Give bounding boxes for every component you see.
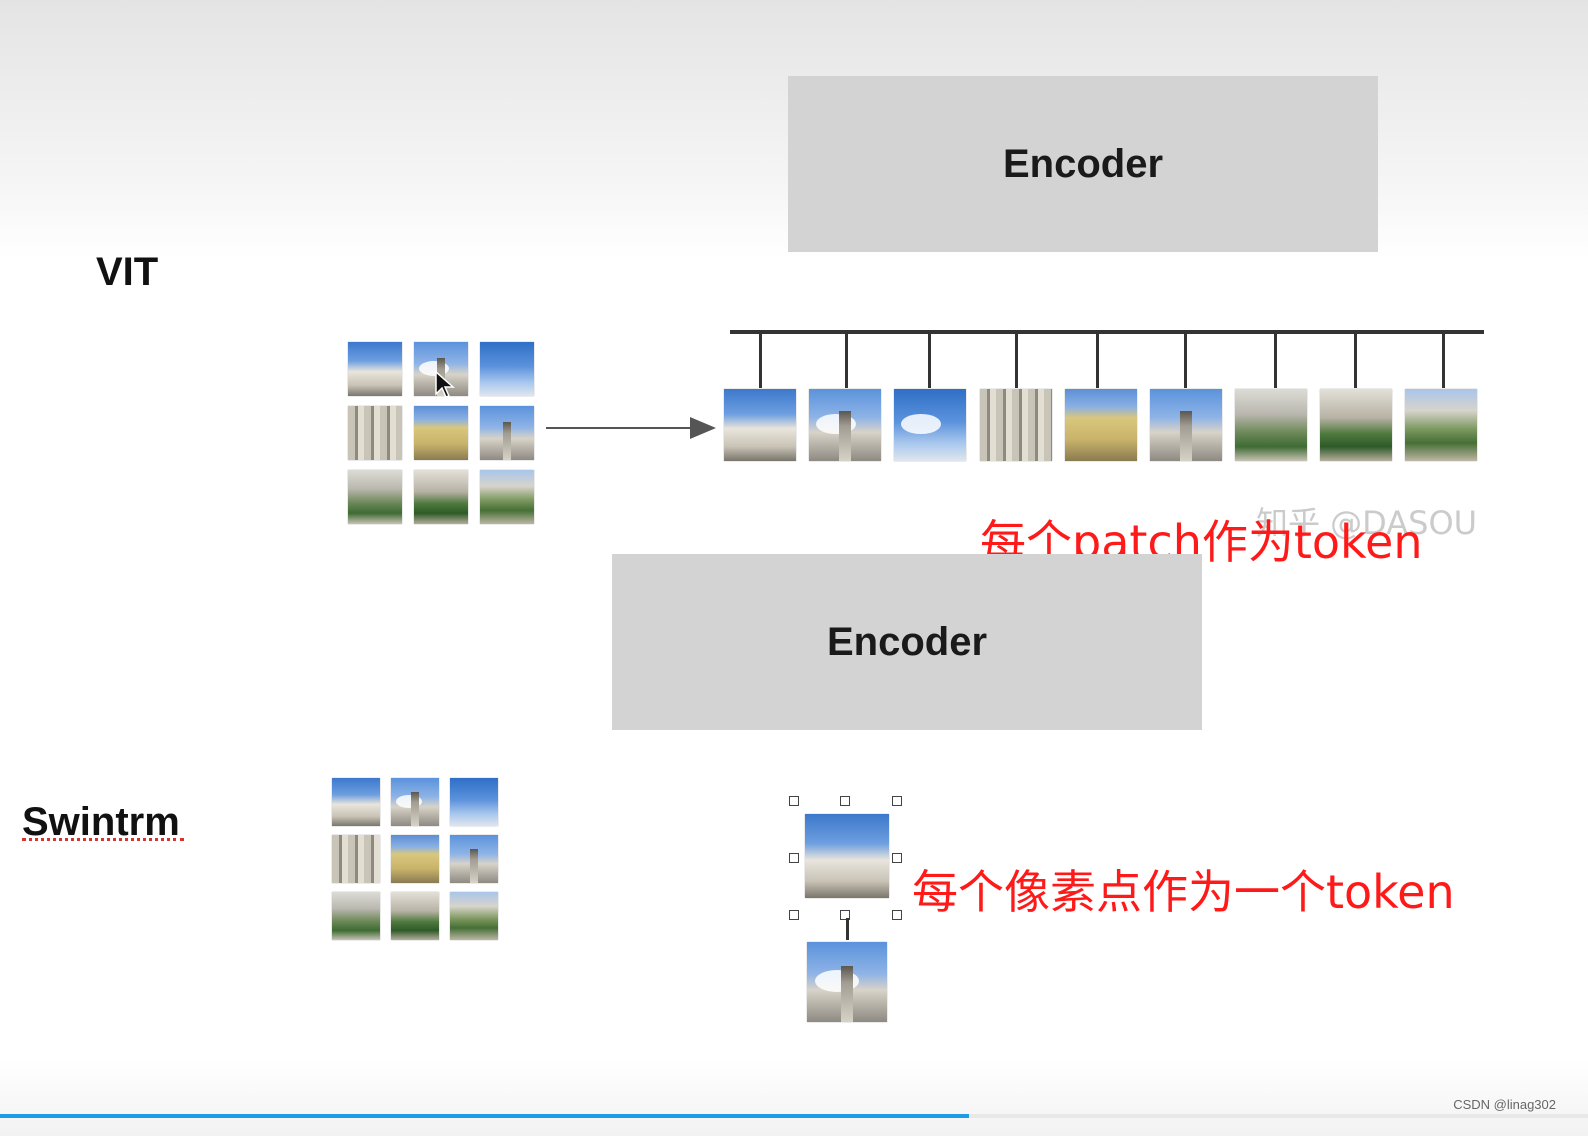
- swin-token-patch: [807, 942, 887, 1022]
- swin-grid-patch: [391, 778, 439, 826]
- bus-connector: [1354, 332, 1357, 388]
- bus-connector: [845, 332, 848, 388]
- bus-connector: [1274, 332, 1277, 388]
- vit-token-patch: [980, 389, 1052, 461]
- resize-handle[interactable]: [789, 853, 799, 863]
- vit-encoder-label: Encoder: [1002, 141, 1164, 186]
- swin-grid-patch: [391, 892, 439, 940]
- footer-credit: CSDN @linag302: [1453, 1097, 1556, 1112]
- vit-token-patch: [724, 389, 796, 461]
- swin-annotation: 每个像素点作为一个token: [912, 865, 1455, 919]
- video-progress-bar[interactable]: [0, 1114, 1588, 1118]
- arrow-head-icon: [690, 417, 716, 439]
- vit-grid-patch: [348, 470, 402, 524]
- swin-encoder-label: Encoder: [826, 619, 988, 664]
- swin-grid-patch: [332, 892, 380, 940]
- vit-token-bus: [730, 330, 1484, 334]
- vit-token-patch: [1320, 389, 1392, 461]
- vit-grid-patch: [480, 470, 534, 524]
- vit-grid-patch: [348, 406, 402, 460]
- vit-token-patch: [1150, 389, 1222, 461]
- resize-handle[interactable]: [789, 796, 799, 806]
- bus-connector: [1015, 332, 1018, 388]
- bus-connector: [1096, 332, 1099, 388]
- swin-grid-patch: [332, 778, 380, 826]
- vit-grid-patch: [414, 470, 468, 524]
- swin-grid-patch: [450, 835, 498, 883]
- swin-grid-patch: [450, 892, 498, 940]
- swin-grid-patch: [450, 778, 498, 826]
- vit-token-patch: [1065, 389, 1137, 461]
- swin-grid-patch: [332, 835, 380, 883]
- swin-connector: [846, 918, 849, 940]
- video-progress-fill: [0, 1114, 969, 1118]
- vit-grid-patch: [480, 406, 534, 460]
- swin-label: Swintrm: [22, 800, 180, 844]
- bus-connector: [928, 332, 931, 388]
- vit-grid-patch: [348, 342, 402, 396]
- vit-token-patch: [809, 389, 881, 461]
- swin-encoder-box: Encoder: [612, 554, 1202, 730]
- vit-grid-patch: [414, 406, 468, 460]
- vit-grid-patch: [480, 342, 534, 396]
- mouse-cursor-icon: [435, 370, 455, 398]
- vit-token-patch: [894, 389, 966, 461]
- resize-handle[interactable]: [840, 910, 850, 920]
- bus-connector: [1442, 332, 1445, 388]
- vit-arrow: [546, 427, 696, 429]
- resize-handle[interactable]: [892, 796, 902, 806]
- vit-token-patch: [1235, 389, 1307, 461]
- spellcheck-underline: [22, 838, 184, 841]
- bus-connector: [1184, 332, 1187, 388]
- swin-grid-patch: [391, 835, 439, 883]
- resize-handle[interactable]: [892, 853, 902, 863]
- resize-handle[interactable]: [892, 910, 902, 920]
- resize-handle[interactable]: [789, 910, 799, 920]
- watermark-text: 知乎 @DASOU: [1256, 504, 1478, 542]
- vit-label: VIT: [96, 250, 159, 294]
- selected-patch-image[interactable]: [805, 814, 889, 898]
- vit-encoder-box: Encoder: [788, 76, 1378, 252]
- resize-handle[interactable]: [840, 796, 850, 806]
- vit-token-patch: [1405, 389, 1477, 461]
- bus-connector: [759, 332, 762, 388]
